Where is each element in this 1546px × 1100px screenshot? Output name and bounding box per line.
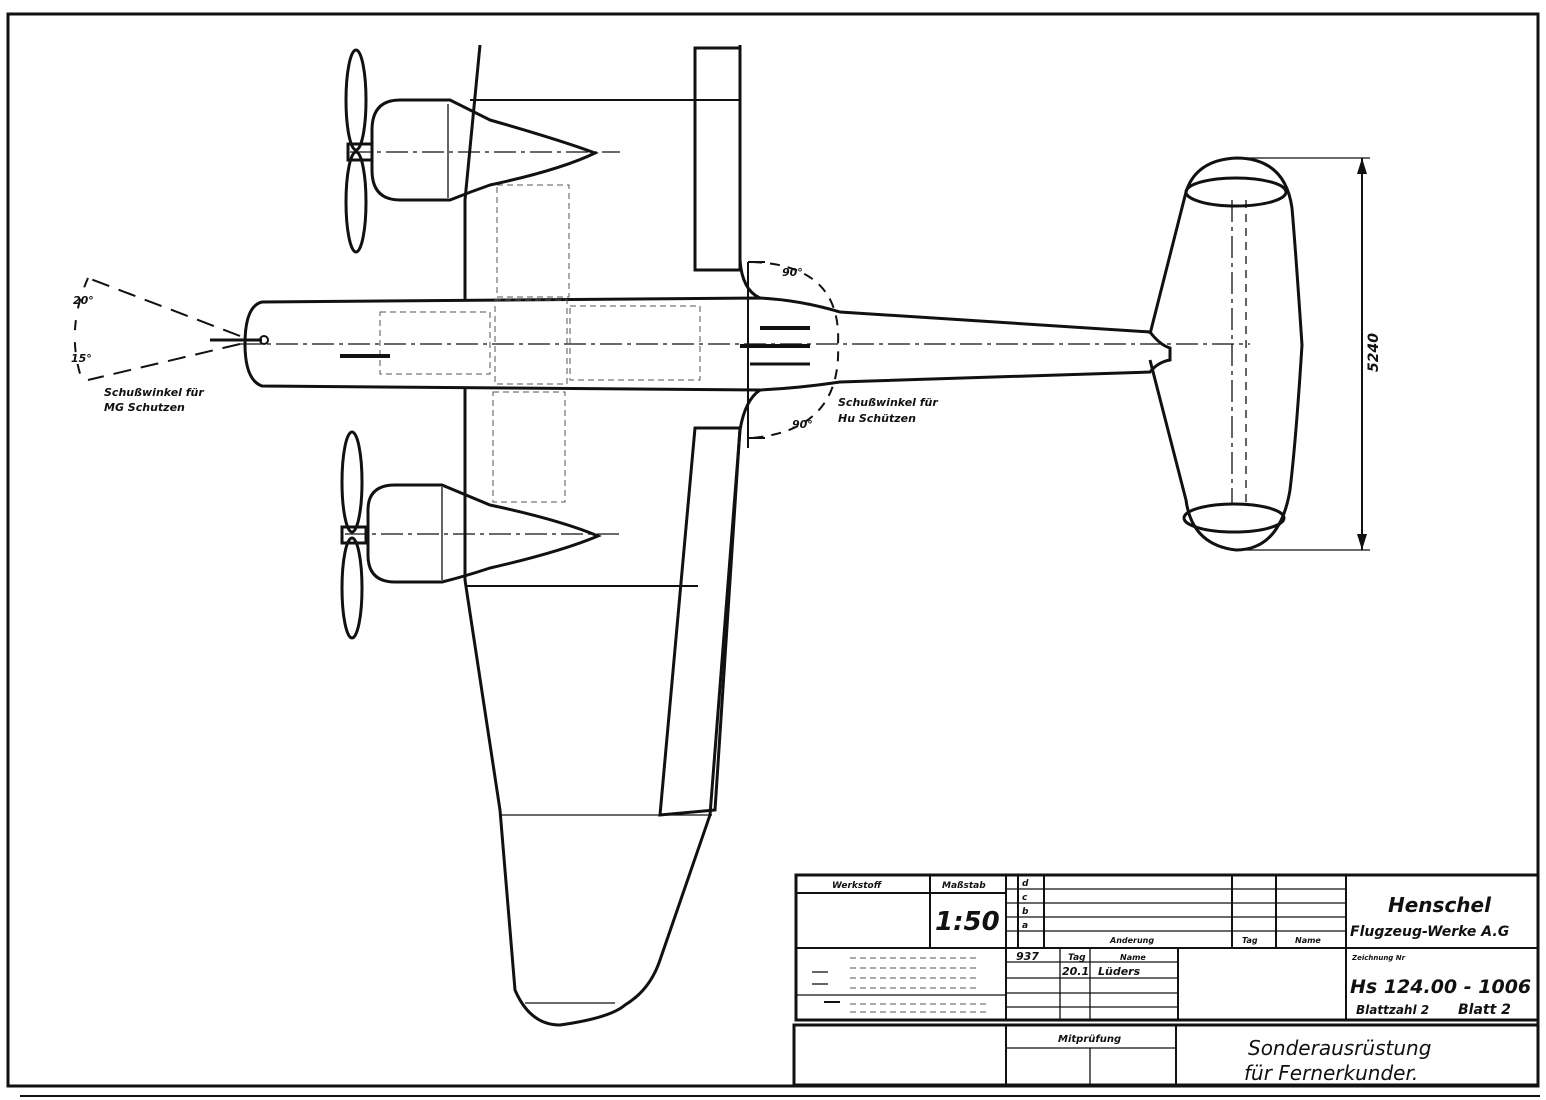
front-arc-upper-ray bbox=[87, 277, 241, 337]
upper-propeller-blade-1 bbox=[344, 48, 368, 152]
scale-value: 1:50 bbox=[935, 907, 1000, 937]
rear-arc bbox=[751, 261, 840, 439]
front-arc-angle-down: 15° bbox=[71, 352, 92, 365]
massstab-label: Maßstab bbox=[942, 881, 986, 891]
drawing-title-line1: Sonderausrüstung bbox=[1248, 1036, 1431, 1060]
front-arc bbox=[73, 277, 89, 381]
revision-b: b bbox=[1022, 907, 1029, 917]
title-block-lower-frame bbox=[792, 1023, 1540, 1087]
front-arc-angle-up: 20° bbox=[73, 294, 94, 307]
sheet-number: Blatt 2 bbox=[1458, 1002, 1511, 1018]
lower-aileron bbox=[658, 426, 742, 817]
sheet-border bbox=[6, 12, 1540, 1088]
mitprufung-label: Mitprüfung bbox=[1058, 1034, 1121, 1045]
drawing-title-line2: für Fernerkunder. bbox=[1244, 1061, 1418, 1085]
rear-arc-angle-down: 90° bbox=[792, 418, 813, 431]
fuselage-outline bbox=[243, 296, 1172, 392]
company-name: Henschel bbox=[1388, 893, 1492, 917]
upper-propeller-hub bbox=[346, 142, 374, 162]
upper-aileron bbox=[693, 46, 742, 272]
drawing-number: Hs 124.00 - 1006 bbox=[1350, 976, 1531, 998]
front-arc-caption-line1: Schußwinkel für bbox=[104, 386, 204, 399]
camera-bay bbox=[494, 299, 568, 385]
nose-gun-mount bbox=[259, 335, 269, 345]
rear-arc-caption-line1: Schußwinkel für bbox=[838, 396, 938, 409]
drawn-signature: Lüders bbox=[1098, 965, 1141, 978]
lower-propeller-blade-1 bbox=[340, 430, 364, 534]
tail-span-dimension: 5240 bbox=[1366, 333, 1382, 372]
dim-arrow-top bbox=[1357, 158, 1367, 174]
rear-arc-caption-line2: Hu Schützen bbox=[838, 412, 916, 425]
revision-c: c bbox=[1022, 893, 1028, 903]
dim-arrow-bottom bbox=[1357, 534, 1367, 550]
front-arc-lower-ray bbox=[87, 343, 241, 381]
equipment-bay bbox=[569, 305, 701, 381]
lower-fin bbox=[1182, 502, 1286, 534]
tag-label: Tag bbox=[1242, 936, 1258, 945]
tailplane-outline bbox=[1148, 156, 1304, 552]
front-arc-caption-line2: MG Schutzen bbox=[104, 401, 185, 414]
rear-arc-angle-up: 90° bbox=[782, 266, 803, 279]
year-value: 937 bbox=[1016, 950, 1039, 963]
werkstoff-label: Werkstoff bbox=[832, 881, 883, 891]
upper-engine-nacelle bbox=[370, 98, 599, 202]
name-label: Name bbox=[1295, 936, 1321, 945]
lower-propeller-blade-2 bbox=[340, 536, 364, 640]
cockpit-canopy bbox=[379, 311, 491, 375]
lower-engine-nacelle bbox=[366, 483, 602, 584]
company-subtitle: Flugzeug-Werke A.G bbox=[1350, 924, 1509, 940]
revision-a: a bbox=[1022, 921, 1028, 931]
upper-propeller-blade-2 bbox=[344, 150, 368, 254]
anderung-label: Anderung bbox=[1109, 936, 1154, 945]
drawing-number-label: Zeichnung Nr bbox=[1351, 954, 1406, 962]
aircraft-plan-view: 5240 20° 15° Schußwinkel für MG Schutzen… bbox=[71, 44, 1382, 1027]
upper-flap bbox=[496, 184, 570, 298]
lower-wing-outline bbox=[463, 388, 761, 1027]
lower-flap bbox=[492, 391, 566, 503]
lower-propeller-hub bbox=[340, 525, 368, 545]
upper-fin bbox=[1184, 176, 1288, 208]
sheet-count: Blattzahl 2 bbox=[1356, 1003, 1429, 1017]
upper-wing-outline bbox=[463, 44, 761, 300]
drawn-date: 20.1 bbox=[1062, 965, 1089, 978]
drawn-tag-label: Tag bbox=[1068, 953, 1086, 963]
title-block: Werkstoff Maßstab 1:50 d c b a Anderung … bbox=[792, 873, 1540, 1087]
revision-d: d bbox=[1022, 879, 1029, 889]
drawn-name-label: Name bbox=[1120, 953, 1146, 962]
